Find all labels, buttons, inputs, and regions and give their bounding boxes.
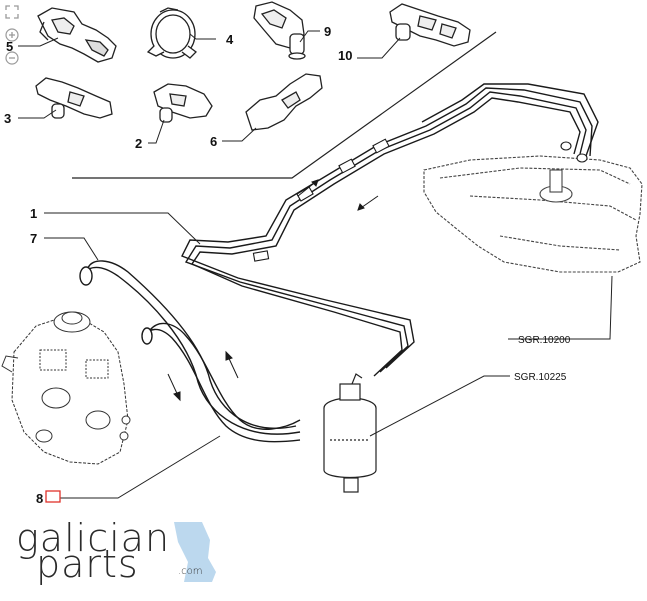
label-part-2[interactable]: 2 (135, 136, 142, 151)
part-9-bracket[interactable] (253, 1, 306, 60)
ref-label-tank[interactable]: SGR.10200 (518, 335, 571, 346)
fullscreen-glyph (5, 5, 19, 19)
part-6-bracket[interactable] (245, 73, 323, 131)
section-separator-line (72, 31, 497, 179)
part-8-highlight-box[interactable] (45, 490, 61, 503)
part-2-clip[interactable] (153, 83, 213, 123)
logo-accent-shape (174, 522, 216, 582)
ref-label-filter[interactable]: SGR.10225 (514, 372, 567, 383)
label-part-5[interactable]: 5 (6, 39, 13, 54)
part-4-clamp[interactable] (146, 7, 197, 59)
zoom-out-icon[interactable] (4, 50, 20, 66)
label-part-6[interactable]: 6 (210, 134, 217, 149)
zoom-out-glyph (5, 51, 19, 65)
label-part-8[interactable]: 8 (36, 491, 43, 506)
logo-word-parts: parts (36, 542, 139, 586)
label-part-10[interactable]: 10 (338, 48, 352, 63)
callout-lines-small-parts (18, 30, 401, 144)
flow-arrows-lower (167, 350, 239, 402)
logo-word-galician: galician (16, 516, 171, 560)
flow-arrows-upper (297, 179, 379, 211)
galicianparts-logo[interactable]: galician parts .com (12, 516, 222, 588)
label-part-7[interactable]: 7 (30, 231, 37, 246)
part-10-bracket[interactable] (389, 3, 471, 47)
fuel-tank[interactable] (423, 155, 643, 273)
label-part-9[interactable]: 9 (324, 24, 331, 39)
injection-pump[interactable] (1, 311, 131, 465)
fuel-filter[interactable] (323, 373, 377, 493)
zoom-in-glyph (5, 28, 19, 42)
label-part-4[interactable]: 4 (226, 32, 234, 47)
label-part-3[interactable]: 3 (4, 111, 11, 126)
callout-lines-main (44, 212, 613, 499)
return-hoses[interactable] (79, 260, 301, 443)
zoom-in-icon[interactable] (4, 27, 20, 43)
fuel-pipe-bundle[interactable] (181, 83, 599, 377)
pipe-connectors (252, 138, 588, 262)
label-part-1[interactable]: 1 (30, 206, 37, 221)
logo-suffix-com: .com (178, 566, 203, 577)
part-3-clip[interactable] (35, 77, 113, 119)
part-5-clip[interactable] (37, 7, 117, 63)
fullscreen-icon[interactable] (4, 4, 20, 20)
